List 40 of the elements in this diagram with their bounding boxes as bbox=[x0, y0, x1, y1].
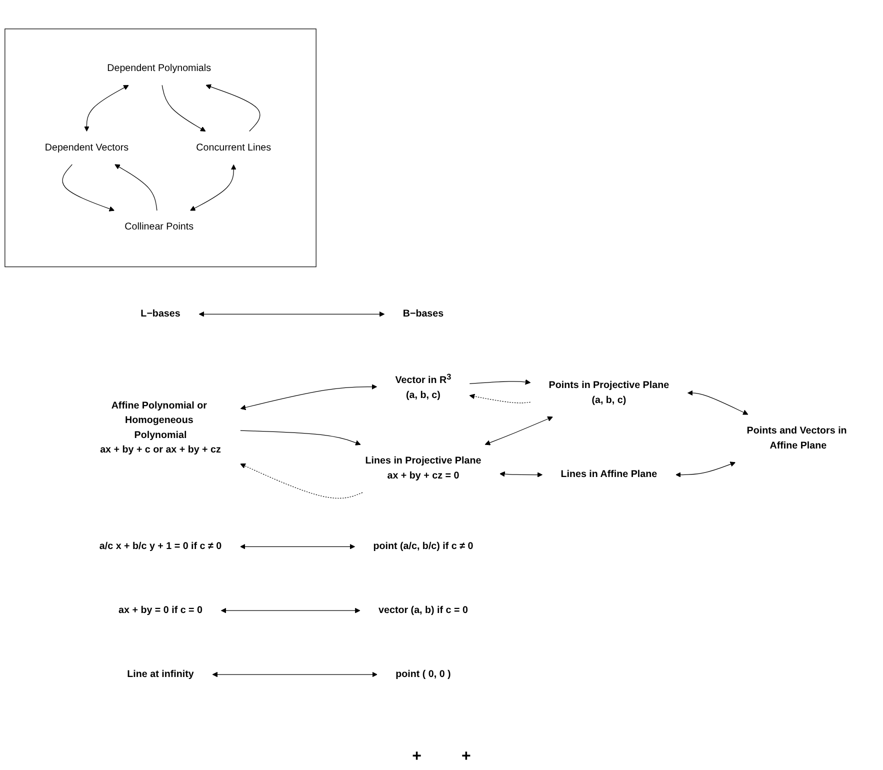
node-text: vector (a, b) if c = 0 bbox=[378, 605, 468, 616]
node-text: Collinear Points bbox=[124, 222, 194, 232]
node-text: Vector in R$^{3}$ (a, b, c) bbox=[395, 372, 452, 400]
arrow bbox=[198, 311, 385, 317]
node-text: B−bases bbox=[402, 308, 444, 320]
note-text: + bbox=[412, 748, 422, 766]
arrow bbox=[212, 672, 378, 678]
node-text: Affine Polynomial or Homogeneous Polynomial ax + by + c or ax + by + cz bbox=[100, 400, 221, 455]
cluster bbox=[4, 28, 316, 268]
node-text: a/c x + b/c y + 1 = 0 if c ≠ 0 bbox=[99, 541, 222, 552]
arrow bbox=[484, 416, 553, 446]
arrow bbox=[84, 85, 129, 132]
node-text: Lines in Affine Plane bbox=[560, 469, 658, 480]
note-text: + bbox=[462, 748, 471, 766]
node-text: L−bases bbox=[140, 308, 180, 320]
arrow bbox=[62, 164, 114, 212]
arrow bbox=[676, 462, 736, 478]
arrow bbox=[240, 430, 361, 446]
node-text: Line at infinity bbox=[127, 668, 194, 680]
arrow bbox=[240, 384, 378, 410]
arrow bbox=[240, 544, 356, 550]
arrow bbox=[190, 164, 236, 211]
arrow bbox=[220, 608, 360, 614]
arrow bbox=[688, 390, 748, 415]
node-text: Dependent Vectors bbox=[44, 142, 129, 153]
node-text: Dependent Polynomials bbox=[107, 63, 212, 74]
arrow bbox=[500, 471, 543, 478]
node-text: ax + by = 0 if c = 0 bbox=[118, 605, 202, 616]
node-text: point (a/c, b/c) if c ≠ 0 bbox=[373, 541, 474, 552]
arrow bbox=[162, 84, 206, 132]
node-text: Points and Vectors in Affine Plane bbox=[746, 426, 847, 451]
arrow bbox=[114, 164, 158, 211]
node-text: Concurrent Lines bbox=[196, 142, 272, 153]
arrow bbox=[469, 394, 531, 404]
arrow bbox=[206, 84, 260, 132]
arrow bbox=[240, 463, 363, 499]
node-text: Points in Projective Plane (a, b, c) bbox=[548, 380, 670, 406]
arrow bbox=[469, 379, 531, 385]
node-text: Lines in Projective Plane ax + by + cz = 0 bbox=[365, 456, 482, 481]
node-text: point ( 0, 0 ) bbox=[396, 668, 451, 680]
